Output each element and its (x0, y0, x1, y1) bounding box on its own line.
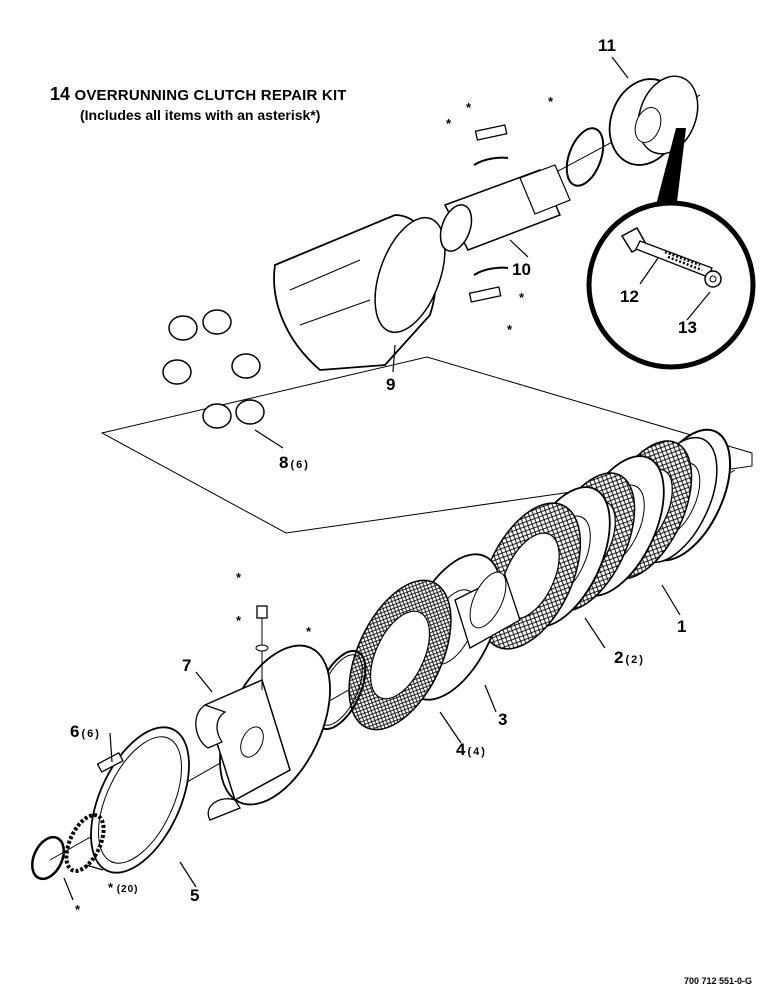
asterisk-key-2: * (466, 100, 472, 115)
ball-ring (64, 813, 106, 873)
asterisk-front-snap-ring: * (75, 902, 81, 917)
asterisk-key-1: * (446, 116, 452, 131)
asterisk-snap-ring: * (306, 624, 312, 639)
part-10-shaft (439, 164, 571, 252)
kit-name: OVERRUNNING CLUTCH REPAIR KIT (74, 87, 347, 104)
front-snap-ring (31, 835, 65, 881)
detail-pointer (656, 128, 686, 210)
leader-lines (63, 56, 711, 901)
callout-7: 7 (182, 656, 192, 675)
callout-8: 8(6) (279, 453, 310, 472)
asterisk-key-3: * (519, 290, 525, 305)
ball-qty-label: * (20) (108, 880, 139, 895)
callout-10: 10 (512, 260, 531, 279)
top-snap-ring (565, 127, 605, 187)
callout-1: 1 (677, 617, 687, 636)
callout-11: 11 (598, 36, 616, 55)
callout-2: 2(2) (614, 648, 645, 667)
callout-3: 3 (498, 710, 508, 729)
disc-stack (478, 440, 693, 650)
part-8-springs (162, 309, 265, 429)
group-outline (100, 356, 753, 534)
asterisk-snap-ring-top: * (548, 94, 554, 109)
callout-9: 9 (386, 375, 396, 394)
callout-13: 13 (678, 318, 697, 337)
kit-number: 14 (50, 84, 71, 104)
part-11-collar (608, 75, 699, 166)
part-7-yoke (195, 644, 331, 821)
asterisk-grease-fitting: * (236, 570, 242, 585)
grease-fitting (255, 605, 269, 690)
part-9-cage (273, 214, 446, 371)
kit-title: 14 OVERRUNNING CLUTCH REPAIR KIT (50, 84, 347, 105)
part-6-bolt (96, 751, 124, 773)
callout-12: 12 (620, 287, 639, 306)
callout-5: 5 (190, 886, 200, 905)
kit-subtitle: (Includes all items with an asterisk*) (80, 107, 321, 123)
part-4-friction-disc (348, 579, 452, 731)
asterisk-washer: * (236, 613, 242, 628)
detail-circle (586, 200, 756, 370)
callout-4: 4(4) (456, 740, 487, 759)
keys (468, 124, 509, 303)
drawing-code: 700 712 551-0-G (683, 976, 752, 986)
callout-6: 6(6) (70, 722, 101, 741)
asterisk-key-4: * (507, 322, 513, 337)
